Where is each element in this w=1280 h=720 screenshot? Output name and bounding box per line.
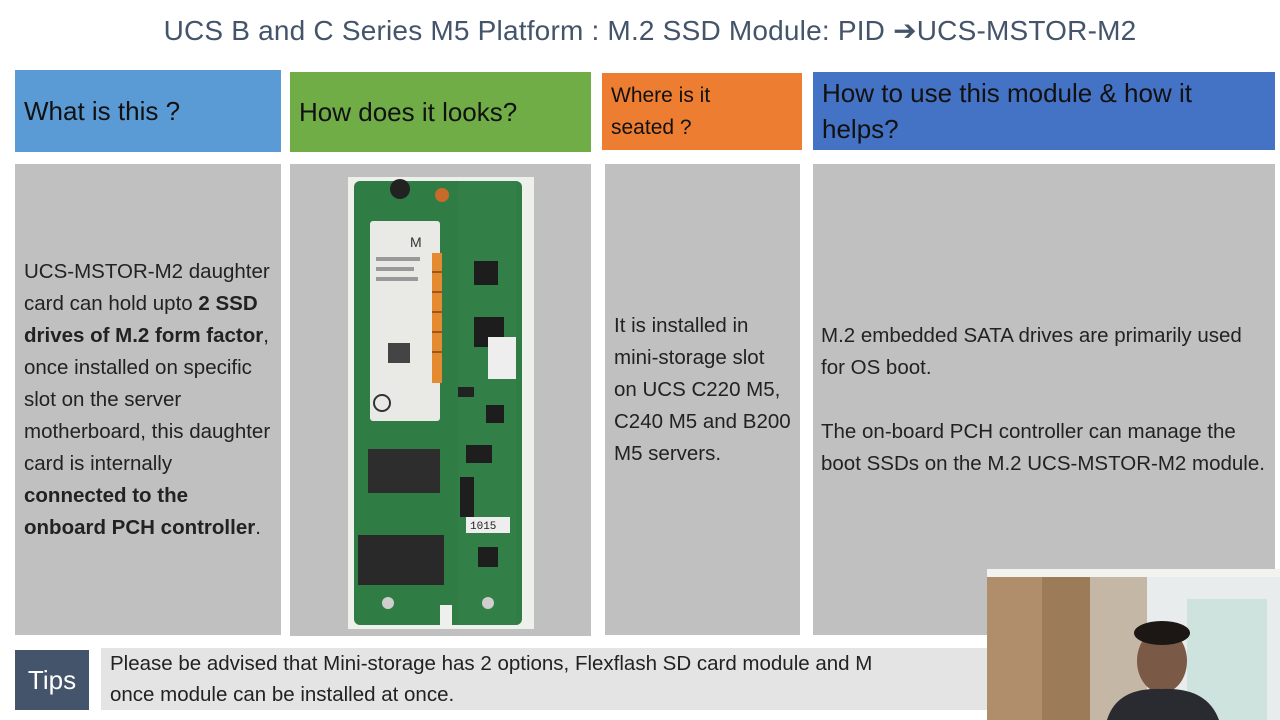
- what-text-4: connected to the onboard PCH controller: [24, 483, 256, 539]
- panel-how-to-use: M.2 embedded SATA drives are primarily u…: [813, 164, 1275, 635]
- what-text-5: .: [255, 515, 261, 539]
- how-to-use-para-1: M.2 embedded SATA drives are primarily u…: [821, 323, 1242, 379]
- tips-label: Tips: [15, 650, 89, 710]
- m2-module-photo: M 1015: [347, 177, 534, 629]
- header-what-is-this: What is this ?: [15, 70, 281, 152]
- header-how-to-use: How to use this module & how it helps?: [813, 72, 1275, 150]
- how-to-use-text: M.2 embedded SATA drives are primarily u…: [821, 320, 1271, 480]
- header-where-seated-text: Where is it seated ?: [611, 84, 711, 139]
- tips-line-2: once module can be installed at once.: [110, 683, 455, 706]
- tips-text: Please be advised that Mini-storage has …: [101, 648, 1021, 710]
- panel-how-it-looks: M 1015: [290, 164, 591, 636]
- slide-title: UCS B and C Series M5 Platform : M.2 SSD…: [163, 15, 1137, 46]
- header-how-does-it-look: How does it looks?: [290, 72, 591, 152]
- how-to-use-para-2: The on-board PCH controller can manage t…: [821, 419, 1265, 475]
- presenter-webcam: [987, 569, 1280, 720]
- where-seated-text: It is installed in mini-storage slot on …: [614, 313, 791, 465]
- what-is-this-text: UCS-MSTOR-M2 daughter card can hold upto…: [24, 256, 274, 544]
- m2-sticker-text: 1015: [470, 521, 496, 533]
- what-text-2: 2 SSD drives of M.2 form factor: [24, 291, 264, 347]
- presenter-webcam-icon: [987, 569, 1280, 720]
- tips-line-1: Please be advised that Mini-storage has …: [110, 652, 873, 675]
- m2-chip-logo: M: [410, 234, 422, 250]
- header-where-seated: Where is it seated ?: [602, 73, 802, 150]
- ce-mark-icon: [372, 394, 391, 412]
- what-text-3: , once installed on specific slot on the…: [24, 323, 271, 475]
- header-how-to-use-text: How to use this module & how it helps?: [822, 77, 1192, 144]
- panel-where-seated: It is installed in mini-storage slot on …: [605, 164, 800, 635]
- what-text-1: UCS-MSTOR-M2 daughter card can hold upto: [24, 259, 270, 315]
- panel-what-is-this: UCS-MSTOR-M2 daughter card can hold upto…: [15, 164, 281, 635]
